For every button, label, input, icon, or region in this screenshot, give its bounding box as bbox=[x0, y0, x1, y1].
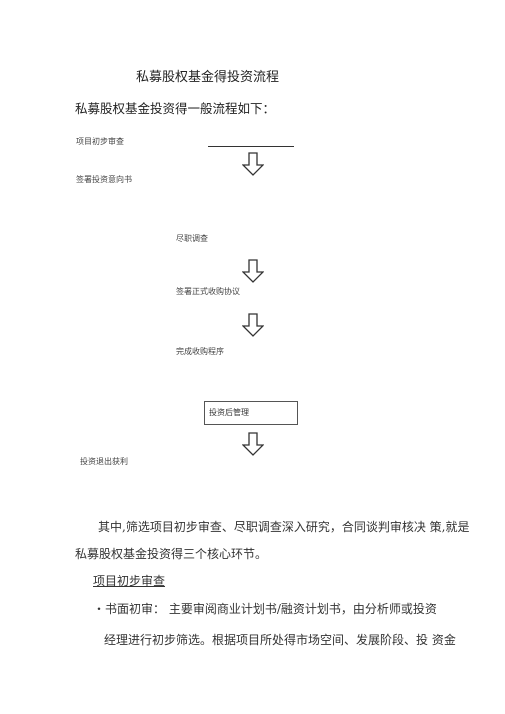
document-title: 私募股权基金得投资流程 bbox=[136, 70, 280, 85]
step-intent-letter: 签署投资意向书 bbox=[76, 175, 132, 184]
divider-line bbox=[208, 146, 294, 147]
post-investment-box: 投资后管理 bbox=[204, 401, 298, 425]
bullet-line: 经理进行初步筛选。根据项目所处得市场空间、发展阶段、投 资金 bbox=[104, 633, 456, 647]
step-exit: 投资退出获利 bbox=[80, 457, 128, 466]
down-arrow-icon bbox=[242, 259, 264, 283]
intro-text: 私募股权基金投资得一般流程如下： bbox=[75, 101, 276, 116]
step-acquisition-agreement: 签署正式收购协议 bbox=[176, 287, 240, 296]
bullet-line: ・书面初审： 主要审阅商业计划书/融资计划书，由分析师或投资 bbox=[93, 602, 437, 616]
step-post-investment: 投资后管理 bbox=[209, 408, 249, 417]
step-due-diligence: 尽职调查 bbox=[176, 234, 208, 243]
step-complete-acquisition: 完成收购程序 bbox=[176, 347, 224, 356]
section-heading: 项目初步审查 bbox=[93, 574, 166, 588]
step-initial-review: 项目初步审查 bbox=[76, 137, 124, 146]
paragraph-line: 其中,筛选项目初步审查、尽职调查深入研究，合同谈判审核决 策,就是 bbox=[98, 520, 470, 534]
down-arrow-icon bbox=[242, 313, 264, 337]
down-arrow-icon bbox=[242, 152, 264, 176]
paragraph-line: 私募股权基金投资得三个核心环节。 bbox=[75, 547, 268, 561]
down-arrow-icon bbox=[242, 432, 264, 456]
